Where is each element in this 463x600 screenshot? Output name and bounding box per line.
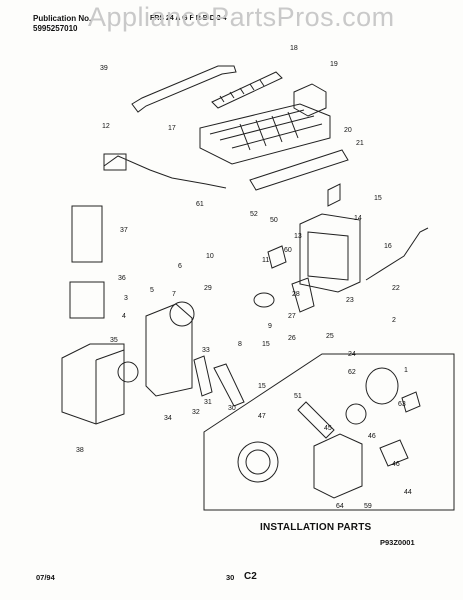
motor-shaft — [267, 245, 287, 269]
part-label: 7 — [172, 291, 176, 298]
motor — [169, 301, 195, 327]
part-labels: 1 2 3 4 5 6 7 8 9 10 11 12 13 14 15 15 1… — [76, 45, 412, 510]
part-label: 35 — [110, 337, 118, 344]
part-label: 15 — [258, 383, 266, 390]
footer-date: 07/94 — [36, 573, 55, 582]
part-label: 3 — [124, 295, 128, 302]
part-label: 12 — [102, 123, 110, 130]
cam — [253, 292, 275, 308]
publication-number: 5995257010 — [33, 24, 78, 33]
mold-cover — [293, 83, 327, 117]
thermostat — [327, 183, 341, 207]
footer-page-code: C2 — [244, 571, 257, 582]
part-label: 31 — [204, 399, 212, 406]
wire-connector — [103, 153, 127, 171]
part-label: 19 — [330, 61, 338, 68]
watermark: AppliancePartsPros.com — [88, 2, 395, 32]
part-label: 24 — [348, 351, 356, 358]
part-label: 61 — [196, 201, 204, 208]
part-label: 2 — [392, 317, 396, 324]
part-label: 32 — [192, 409, 200, 416]
part-label: 4 — [122, 313, 126, 320]
valve-inlet — [237, 441, 279, 483]
water-tube — [297, 401, 335, 439]
part-label: 59 — [364, 503, 372, 510]
part-label: 10 — [206, 253, 214, 260]
part-label: 11 — [262, 257, 269, 264]
publication-label: Publication No. — [33, 14, 92, 23]
shutoff-arm — [365, 227, 429, 281]
part-label: 15 — [262, 341, 270, 348]
part-label: 46 — [368, 433, 376, 440]
part-label: 44 — [404, 489, 412, 496]
part-label: 20 — [344, 127, 352, 134]
part-label: 5 — [150, 287, 154, 294]
part-label: 30 — [228, 405, 236, 412]
part-label: 63 — [398, 401, 406, 408]
part-label: 51 — [294, 393, 302, 400]
fill-tube — [131, 65, 237, 113]
part-label: 13 — [294, 233, 302, 240]
part-label: 38 — [76, 447, 84, 454]
lever — [193, 355, 213, 397]
part-label: 46 — [392, 461, 400, 468]
bracket — [401, 391, 421, 413]
part-label: 28 — [292, 291, 300, 298]
part-label: 1 — [404, 367, 408, 374]
ice-mold — [199, 103, 331, 165]
control-housing — [299, 213, 361, 293]
part-label: 6 — [178, 263, 182, 270]
part-label: 34 — [164, 415, 172, 422]
gear — [117, 361, 139, 383]
part-label: 22 — [392, 285, 400, 292]
cover-box — [61, 343, 125, 425]
heater-wire — [103, 155, 227, 189]
fitting — [345, 403, 367, 425]
water-valve — [313, 433, 363, 499]
part-label: 17 — [168, 125, 176, 132]
part-label: 64 — [336, 503, 344, 510]
part-label: 27 — [288, 313, 296, 320]
part-label: 14 — [354, 215, 362, 222]
part-label: 45 — [324, 425, 332, 432]
part-label: 37 — [120, 227, 128, 234]
mold-shield — [249, 149, 349, 191]
part-label: 16 — [384, 243, 392, 250]
switch — [291, 277, 315, 313]
part-label: 62 — [348, 369, 356, 376]
part-label: 60 — [284, 247, 292, 254]
panel — [71, 205, 103, 263]
part-label: 50 — [270, 217, 278, 224]
part-label: 52 — [250, 211, 258, 218]
part-label: 29 — [204, 285, 212, 292]
part-label: 8 — [238, 341, 242, 348]
part-label: 36 — [118, 275, 126, 282]
panel-small — [69, 281, 105, 319]
part-label: 33 — [202, 347, 210, 354]
part-label: 9 — [268, 323, 272, 330]
footer-page-number: 30 — [226, 573, 235, 582]
part-label: 15 — [374, 195, 382, 202]
figure-code: P93Z0001 — [380, 538, 415, 547]
clamp — [379, 439, 409, 467]
ring — [365, 367, 399, 405]
installation-parts-caption: INSTALLATION PARTS — [260, 522, 372, 533]
model-number: FRS 24 A G F R B D 3 4 — [150, 15, 227, 22]
ejector — [211, 71, 283, 109]
part-label: 21 — [356, 140, 364, 147]
part-label: 26 — [288, 335, 296, 342]
installation-parts-frame — [203, 353, 455, 511]
part-label: 23 — [346, 297, 354, 304]
part-label: 39 — [100, 65, 108, 72]
part-label: 18 — [290, 45, 298, 52]
mounting-plate — [145, 303, 193, 397]
part-label: 25 — [326, 333, 334, 340]
arm — [213, 363, 245, 407]
part-label: 47 — [258, 413, 266, 420]
